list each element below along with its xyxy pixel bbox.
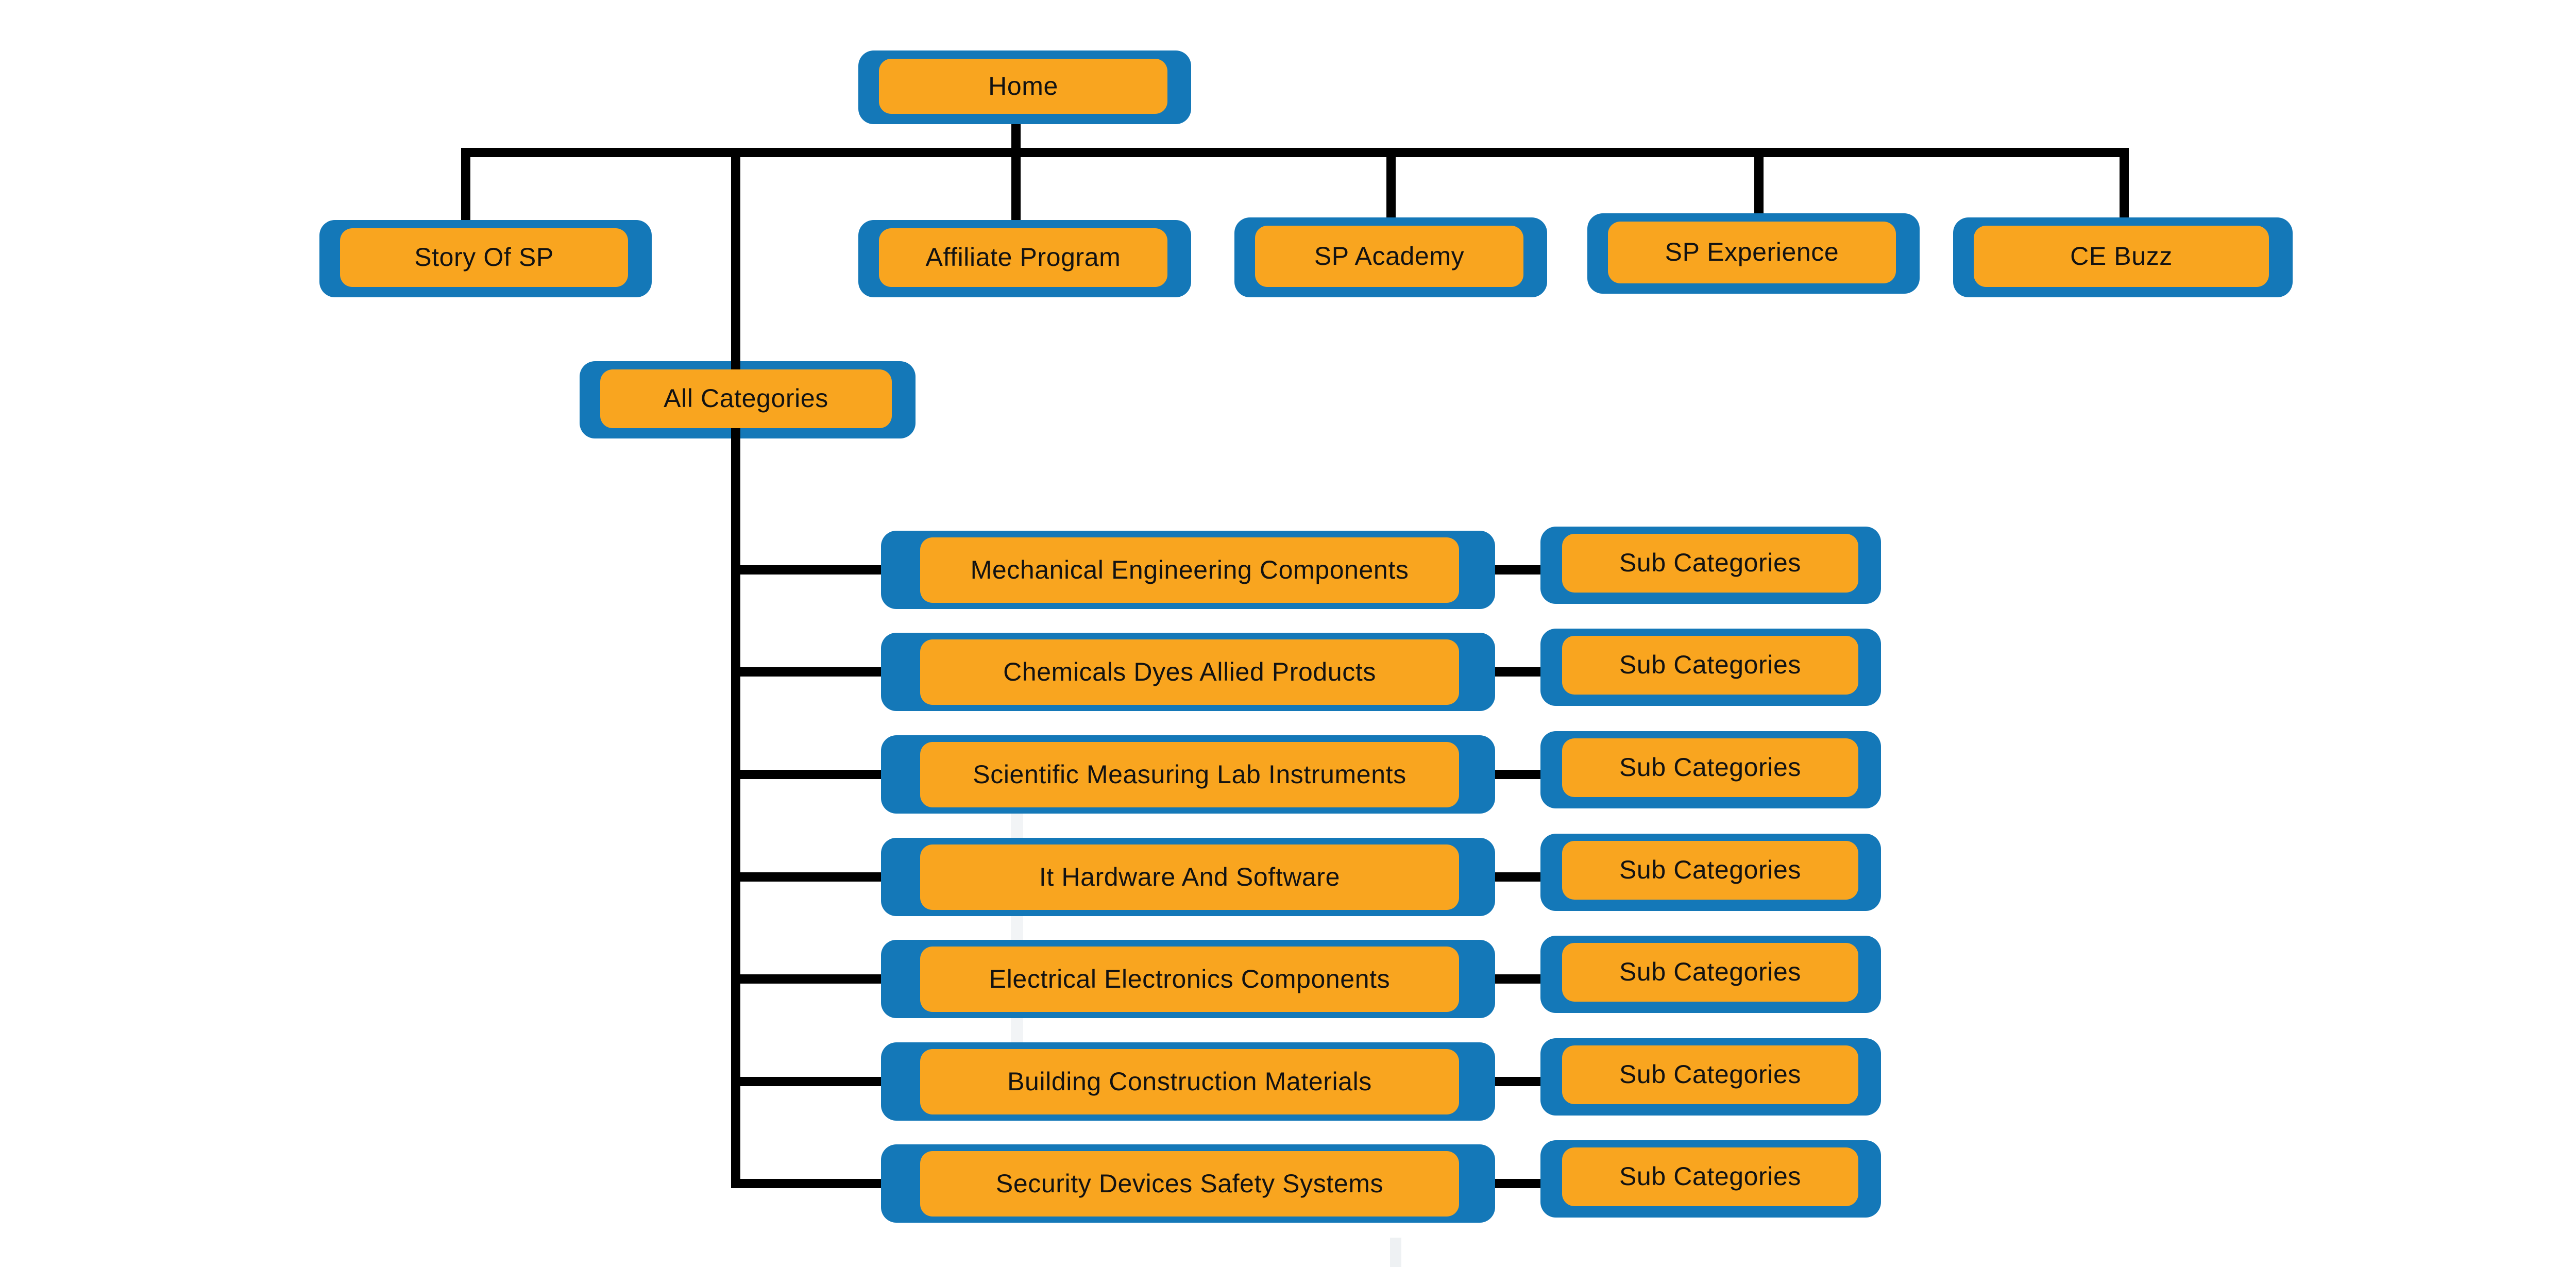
connector-row-2-left (731, 667, 881, 677)
node-subcategories-4[interactable]: Sub Categories (1540, 834, 1881, 911)
node-subcategories-7[interactable]: Sub Categories (1540, 1140, 1881, 1218)
node-story-of-sp-face: Story Of SP (340, 228, 628, 287)
node-subcategories-6-face: Sub Categories (1562, 1045, 1858, 1104)
node-sp-experience-face: SP Experience (1608, 222, 1896, 283)
node-subcategories-5-label: Sub Categories (1619, 957, 1802, 987)
node-subcategories-2[interactable]: Sub Categories (1540, 629, 1881, 706)
connector-row-5-left (731, 974, 881, 984)
connector-row-7-right (1495, 1179, 1540, 1188)
node-subcategories-3[interactable]: Sub Categories (1540, 731, 1881, 808)
node-story-of-sp-label: Story Of SP (414, 243, 554, 272)
node-subcategories-4-face: Sub Categories (1562, 841, 1858, 900)
node-affiliate-program[interactable]: Affiliate Program (858, 220, 1191, 297)
node-affiliate-program-label: Affiliate Program (925, 243, 1121, 272)
connector-row-1-left (731, 565, 881, 575)
node-category-scientific-measuring-lab-instruments-label: Scientific Measuring Lab Instruments (973, 759, 1406, 789)
node-category-security-devices-safety-systems[interactable]: Security Devices Safety Systems (881, 1144, 1495, 1223)
connector-row-6-left (731, 1077, 881, 1086)
connector-row-7-left (731, 1179, 881, 1188)
node-category-scientific-measuring-lab-instruments[interactable]: Scientific Measuring Lab Instruments (881, 735, 1495, 814)
node-ce-buzz-label: CE Buzz (2070, 241, 2173, 271)
node-subcategories-1-face: Sub Categories (1562, 534, 1858, 593)
node-subcategories-5[interactable]: Sub Categories (1540, 936, 1881, 1013)
node-subcategories-7-face: Sub Categories (1562, 1147, 1858, 1206)
node-subcategories-1-label: Sub Categories (1619, 548, 1802, 578)
node-story-of-sp[interactable]: Story Of SP (319, 220, 652, 297)
node-category-electrical-electronics-components-label: Electrical Electronics Components (989, 964, 1391, 993)
node-category-it-hardware-and-software-face: It Hardware And Software (920, 844, 1459, 910)
node-sp-academy-face: SP Academy (1255, 226, 1523, 287)
node-subcategories-6-label: Sub Categories (1619, 1060, 1802, 1089)
node-category-building-construction-materials-label: Building Construction Materials (1007, 1067, 1372, 1096)
node-category-chemicals-dyes-allied-products-label: Chemicals Dyes Allied Products (1003, 657, 1376, 686)
connector-sp-academy-drop (1386, 152, 1396, 217)
node-subcategories-5-face: Sub Categories (1562, 943, 1858, 1002)
node-sp-experience[interactable]: SP Experience (1587, 213, 1920, 294)
node-subcategories-7-label: Sub Categories (1619, 1162, 1802, 1191)
node-sp-academy-label: SP Academy (1314, 241, 1465, 271)
node-category-chemicals-dyes-allied-products-face: Chemicals Dyes Allied Products (920, 639, 1459, 705)
node-subcategories-4-label: Sub Categories (1619, 855, 1802, 885)
node-category-mechanical-engineering-components-label: Mechanical Engineering Components (970, 555, 1409, 584)
node-subcategories-2-face: Sub Categories (1562, 636, 1858, 695)
node-category-electrical-electronics-components-face: Electrical Electronics Components (920, 947, 1459, 1012)
node-category-building-construction-materials[interactable]: Building Construction Materials (881, 1042, 1495, 1121)
node-category-mechanical-engineering-components[interactable]: Mechanical Engineering Components (881, 531, 1495, 609)
node-affiliate-program-face: Affiliate Program (879, 228, 1167, 287)
connector-row-4-left (731, 872, 881, 882)
connector-row-5-right (1495, 974, 1540, 984)
node-all-categories-face: All Categories (600, 369, 892, 428)
node-subcategories-3-face: Sub Categories (1562, 738, 1858, 797)
node-subcategories-6[interactable]: Sub Categories (1540, 1038, 1881, 1116)
node-subcategories-3-label: Sub Categories (1619, 753, 1802, 782)
connector-row-4-right (1495, 872, 1540, 882)
node-category-building-construction-materials-face: Building Construction Materials (920, 1049, 1459, 1114)
node-all-categories[interactable]: All Categories (580, 361, 916, 438)
node-category-it-hardware-and-software-label: It Hardware And Software (1039, 862, 1341, 891)
node-subcategories-2-label: Sub Categories (1619, 650, 1802, 680)
connector-story-drop (461, 148, 470, 220)
connector-home-affiliate (1011, 124, 1021, 220)
connector-sp-experience-drop (1754, 152, 1764, 213)
node-all-categories-label: All Categories (664, 384, 828, 413)
connector-row-3-right (1495, 770, 1540, 779)
node-sp-academy[interactable]: SP Academy (1234, 217, 1547, 297)
node-sp-experience-label: SP Experience (1665, 238, 1839, 267)
connector-row-2-right (1495, 667, 1540, 677)
node-ce-buzz-face: CE Buzz (1974, 226, 2269, 287)
connector-row-6-right (1495, 1077, 1540, 1086)
node-home-face: Home (879, 59, 1167, 114)
node-category-chemicals-dyes-allied-products[interactable]: Chemicals Dyes Allied Products (881, 633, 1495, 711)
node-category-mechanical-engineering-components-face: Mechanical Engineering Components (920, 537, 1459, 603)
connector-row-1-right (1495, 565, 1540, 575)
node-category-electrical-electronics-components[interactable]: Electrical Electronics Components (881, 940, 1495, 1018)
node-ce-buzz[interactable]: CE Buzz (1953, 217, 2293, 297)
connector-trunk-horizontal (461, 148, 2129, 157)
node-category-security-devices-safety-systems-face: Security Devices Safety Systems (920, 1151, 1459, 1217)
artifact-fold-mark-2 (1390, 1238, 1401, 1267)
node-home-label: Home (988, 71, 1058, 100)
node-subcategories-1[interactable]: Sub Categories (1540, 527, 1881, 604)
node-category-scientific-measuring-lab-instruments-face: Scientific Measuring Lab Instruments (920, 742, 1459, 807)
connector-row-3-left (731, 770, 881, 779)
connector-ce-buzz-drop (2120, 148, 2129, 217)
node-category-security-devices-safety-systems-label: Security Devices Safety Systems (995, 1169, 1384, 1198)
node-home[interactable]: Home (858, 50, 1191, 124)
node-category-it-hardware-and-software[interactable]: It Hardware And Software (881, 838, 1495, 916)
